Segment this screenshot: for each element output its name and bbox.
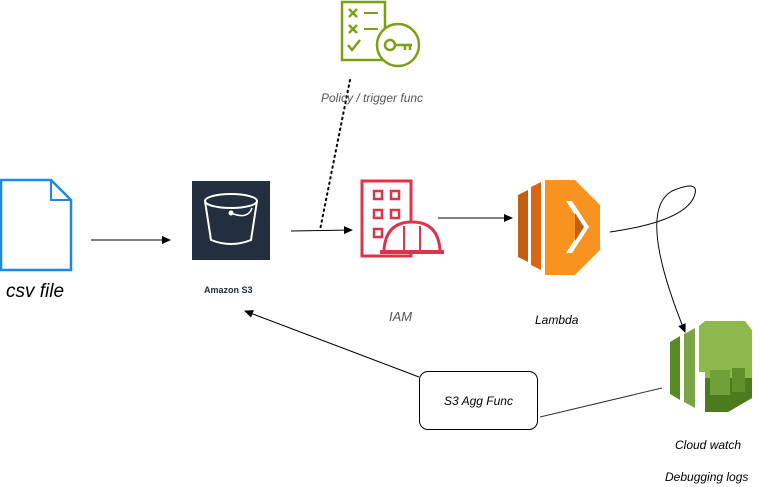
iam-label: IAM <box>389 309 413 324</box>
cloudwatch-to-agg-line <box>539 387 663 418</box>
policy-label: Policy / trigger func <box>321 91 424 105</box>
agg-to-s3-arrow <box>244 310 420 378</box>
document-icon <box>0 178 73 272</box>
lambda-icon <box>518 180 600 275</box>
s3-bucket-icon <box>192 181 270 260</box>
cloudwatch-icon <box>670 321 752 412</box>
csv-file-label: csv file <box>6 281 65 302</box>
s3-to-iam-arrow <box>290 226 353 235</box>
policy-dotted-link <box>319 79 351 231</box>
s3-label: Amazon S3 <box>204 285 253 295</box>
lambda-to-cloudwatch-arrow <box>609 185 696 333</box>
debugging-logs-label: Debugging logs <box>665 470 749 484</box>
policy-key-icon <box>340 0 421 68</box>
lambda-label: Lambda <box>535 313 579 327</box>
iam-icon <box>360 179 444 258</box>
s3-agg-func-label: S3 Agg Func <box>444 393 513 408</box>
s3-agg-func-box[interactable]: S3 Agg Func <box>419 371 538 430</box>
cloudwatch-label: Cloud watch <box>675 438 742 452</box>
